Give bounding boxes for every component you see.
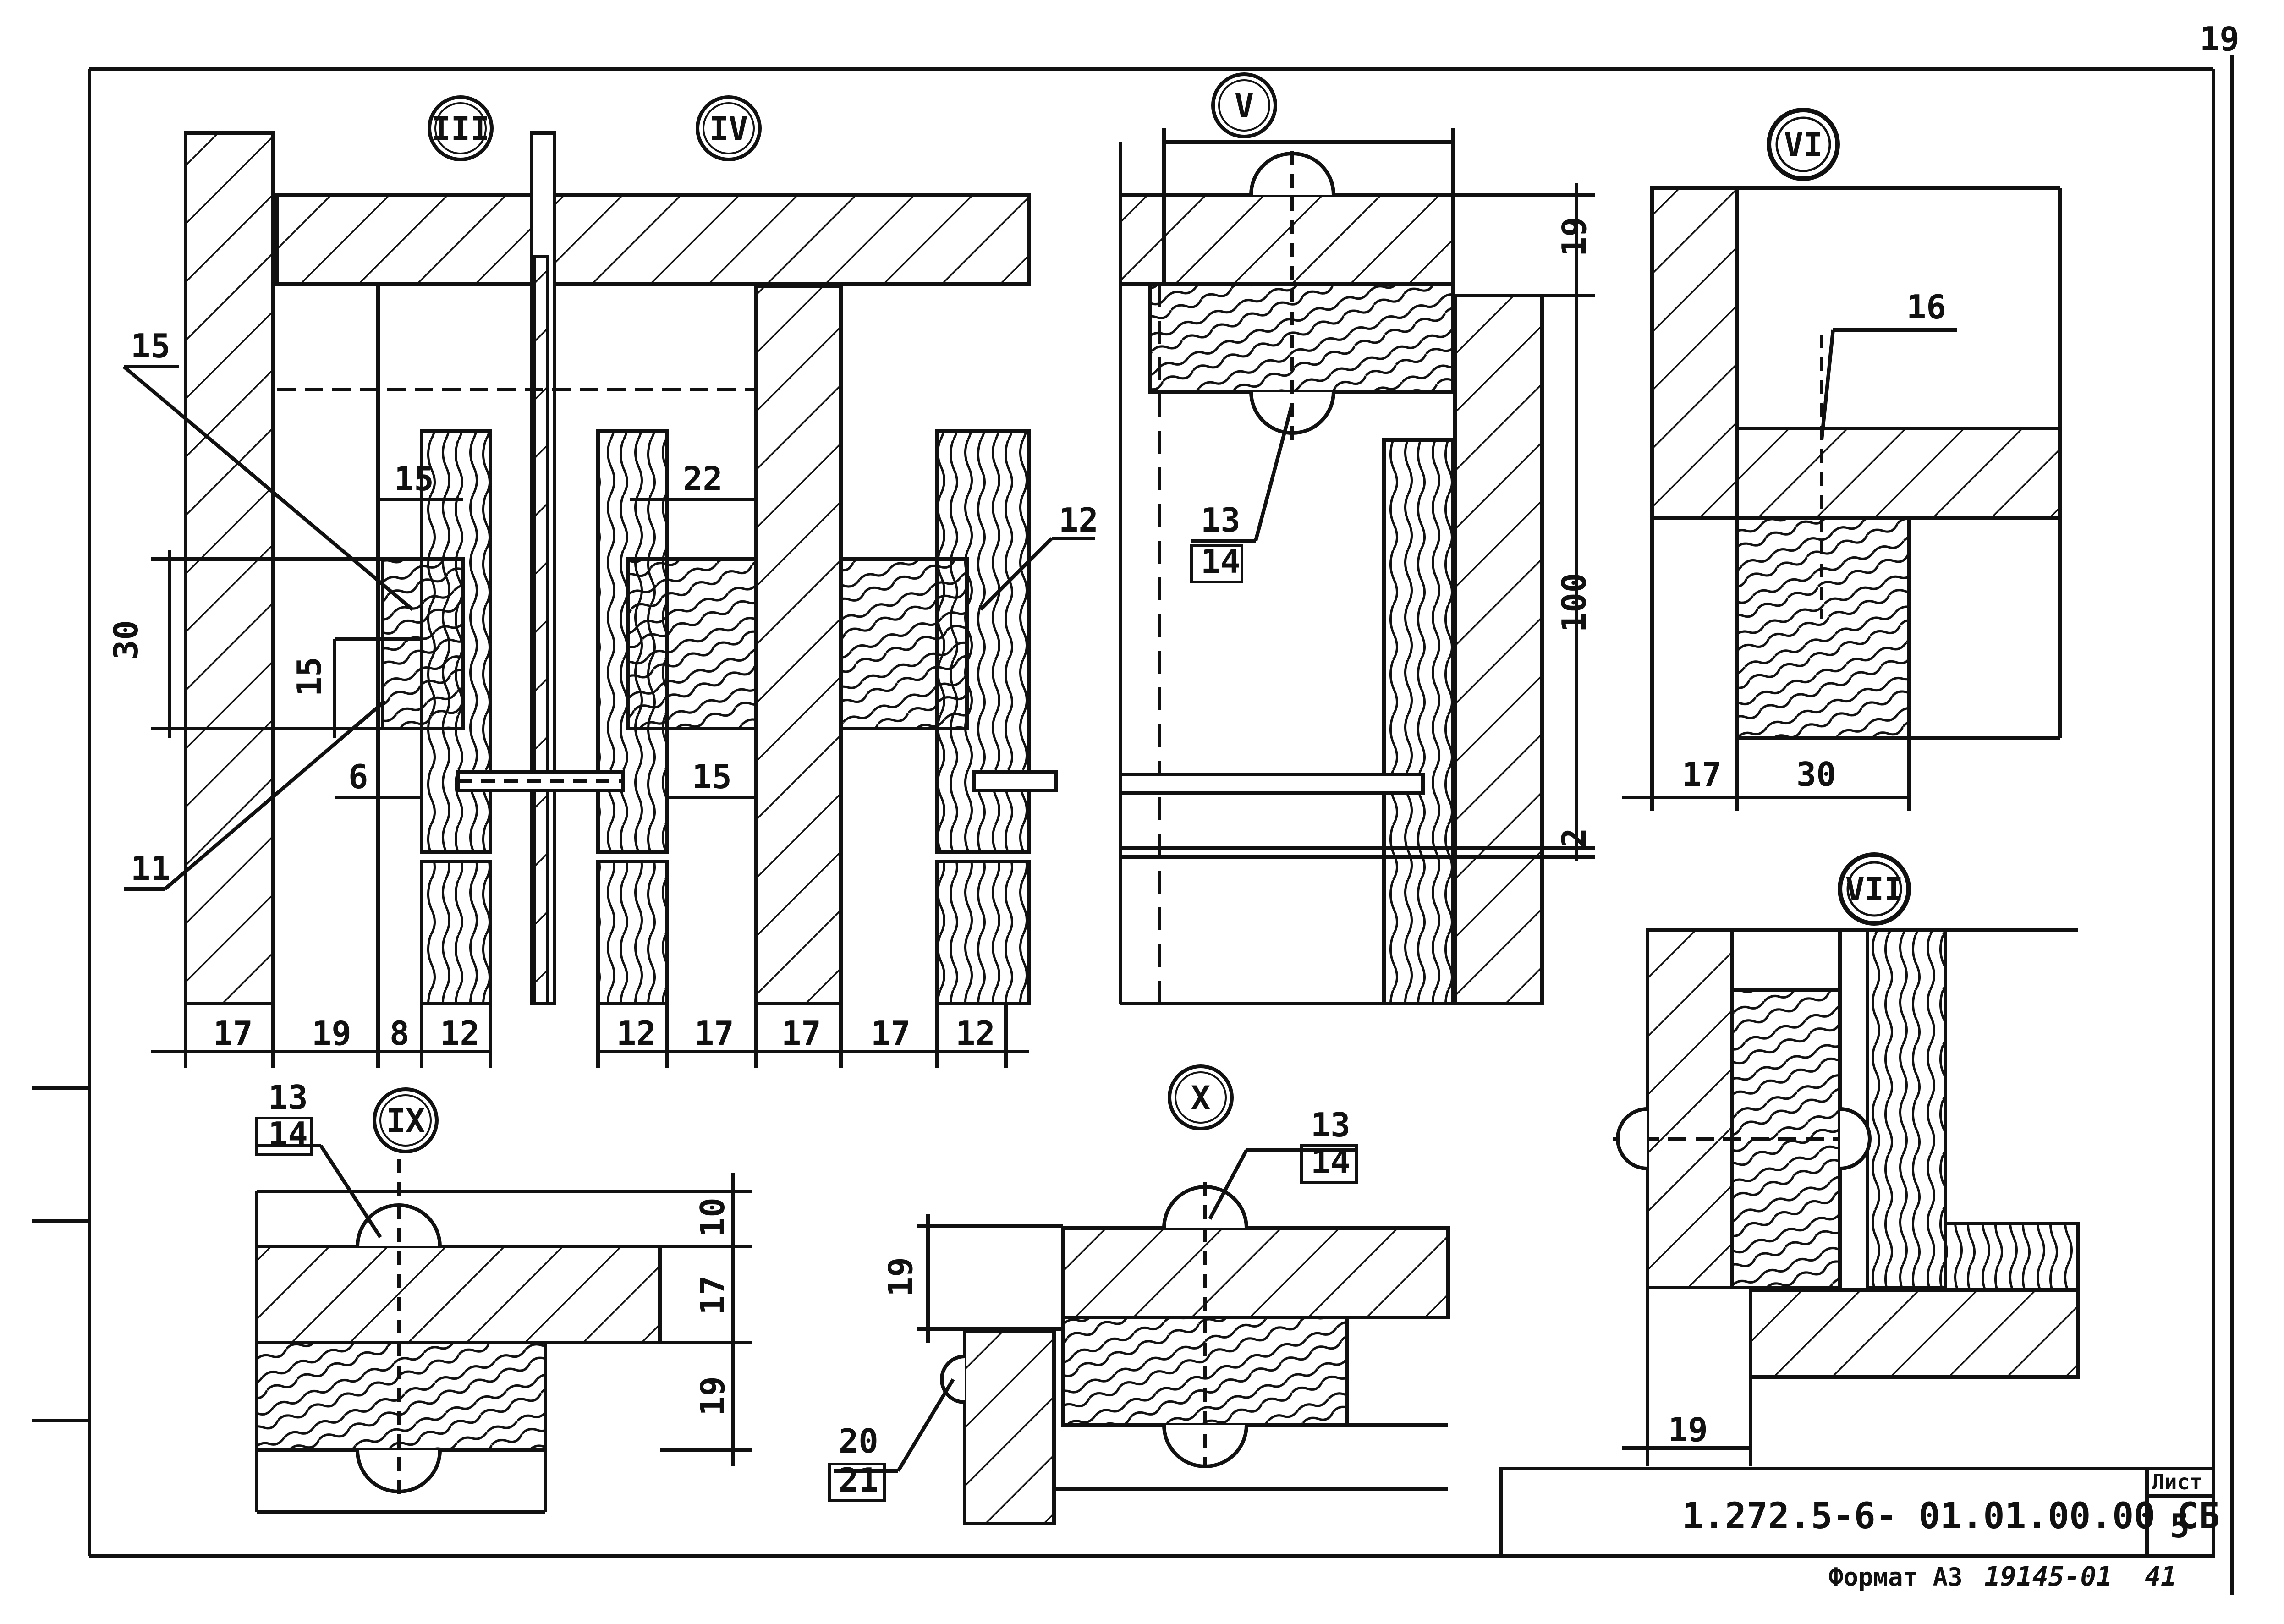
dim-30-vi: 30 <box>1796 755 1836 794</box>
dim-19-vii: 19 <box>1668 1410 1708 1449</box>
callout-vii-label: VII <box>1845 871 1903 908</box>
pos-14-x: 14 <box>1311 1142 1351 1181</box>
pos-21-x-box <box>828 1463 886 1502</box>
pos-14-x-box <box>1300 1144 1358 1184</box>
callout-ix-label: IX <box>386 1102 425 1140</box>
detail-vii <box>1613 928 2080 1466</box>
page-number: 41 <box>2145 1561 2177 1592</box>
pos-11-label: 11 <box>131 849 170 888</box>
pos-14-v-box <box>1190 544 1243 583</box>
pos-13-x: 13 <box>1311 1106 1351 1144</box>
dim-100-v: 100 <box>1555 573 1593 632</box>
pos-20-x: 20 <box>839 1422 878 1460</box>
format-line: Формат А3 <box>1828 1563 1963 1591</box>
dim-17-ix: 17 <box>693 1275 732 1315</box>
callout-vi: VI <box>1767 108 1840 181</box>
dim-17-c: 17 <box>781 1014 821 1053</box>
callout-x-label: X <box>1191 1079 1210 1117</box>
callout-iv-label: IV <box>709 110 748 148</box>
dim-17-a: 17 <box>213 1014 253 1053</box>
pos-14-v: 14 <box>1201 542 1241 581</box>
dim-17-b: 17 <box>694 1014 734 1053</box>
pos-15-label: 15 <box>131 327 170 365</box>
pos-21-x: 21 <box>839 1461 878 1499</box>
detail-vi <box>1622 186 2062 811</box>
dim-12-c: 12 <box>955 1014 995 1053</box>
dim-12-a: 12 <box>440 1014 480 1053</box>
callout-ix: IX <box>373 1087 439 1153</box>
dim-2-v: 2 <box>1555 828 1593 848</box>
dim-6: 6 <box>348 757 368 796</box>
callout-iv: IV <box>696 95 762 161</box>
inventory-number: 19145-01 <box>1984 1561 2112 1592</box>
detail-iii-iv <box>122 131 1095 1068</box>
dim-12-b: 12 <box>616 1014 656 1053</box>
sheet-frame <box>32 55 2234 1595</box>
pos-13-v: 13 <box>1201 501 1241 539</box>
dim-17-d: 17 <box>871 1014 911 1053</box>
callout-v: V <box>1211 72 1277 138</box>
detail-x <box>834 1148 1450 1525</box>
callout-iii: III <box>428 95 494 161</box>
callout-x: X <box>1168 1064 1234 1130</box>
dim-22: 22 <box>683 460 723 498</box>
detail-ix <box>255 1136 752 1514</box>
callout-v-label: V <box>1235 87 1254 125</box>
dim-19-ix: 19 <box>693 1376 732 1416</box>
dim-19: 19 <box>312 1014 351 1053</box>
pos-12-label: 12 <box>1059 501 1098 539</box>
callout-vi-label: VI <box>1784 126 1823 164</box>
callout-iii-label: III <box>432 110 489 148</box>
drawing-designation: 1.272.5-6- 01.01.00.00 СБ <box>1682 1496 2220 1537</box>
pos-16-label: 16 <box>1906 288 1946 326</box>
dim-19-x: 19 <box>881 1257 920 1297</box>
pos-14-ix-box <box>255 1117 313 1156</box>
title-block <box>1499 1467 2215 1558</box>
dim-8: 8 <box>390 1014 409 1053</box>
pos-13-ix: 13 <box>268 1078 308 1117</box>
dim-30: 30 <box>107 620 145 660</box>
dim-15-top: 15 <box>394 460 434 498</box>
pos-14-ix: 14 <box>268 1115 308 1153</box>
sheet-number: 5 <box>2170 1507 2190 1545</box>
dim-17-vi: 17 <box>1682 755 1722 794</box>
dim-15-mid: 15 <box>692 757 732 796</box>
sheet-corner-number: 19 <box>2200 20 2240 58</box>
detail-v <box>1119 128 1595 1005</box>
callout-vii: VII <box>1838 852 1911 926</box>
dim-10-ix: 10 <box>693 1197 732 1237</box>
dim-19-v: 19 <box>1555 217 1593 257</box>
dim-15-side: 15 <box>290 657 329 697</box>
sheet-label: Лист <box>2152 1470 2202 1494</box>
